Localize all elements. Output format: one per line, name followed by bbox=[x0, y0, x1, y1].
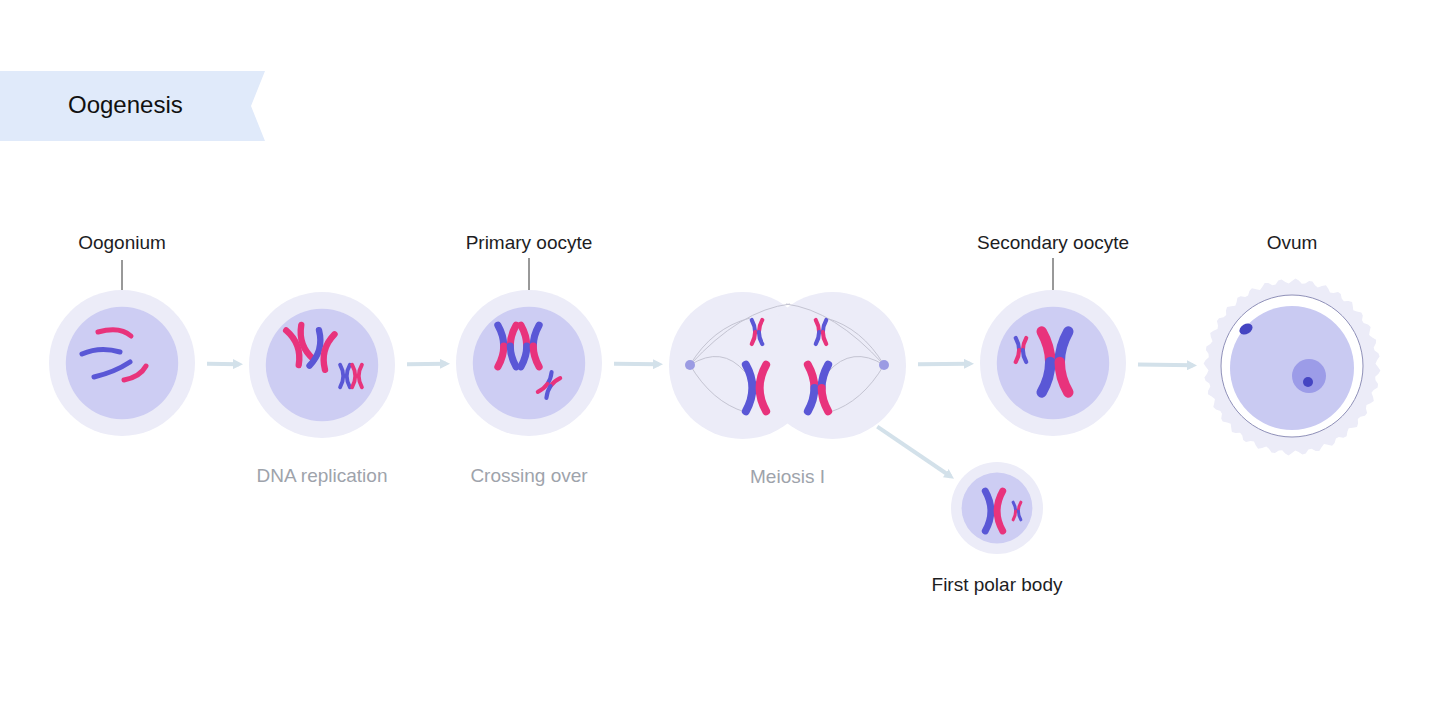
cell-node: Primary oocyteCrossing over bbox=[456, 290, 602, 436]
stage-label: Ovum bbox=[1267, 232, 1318, 254]
spindle-fibers bbox=[690, 304, 884, 412]
cell-outline bbox=[980, 290, 1126, 436]
process-label: First polar body bbox=[932, 574, 1063, 596]
stage-label: Secondary oocyte bbox=[977, 232, 1129, 254]
cell-node: First polar body bbox=[951, 462, 1043, 554]
title-banner bbox=[0, 71, 265, 141]
process-arrow bbox=[918, 362, 970, 366]
cell-outline bbox=[249, 292, 395, 438]
stage-label: Primary oocyte bbox=[466, 232, 593, 254]
chromatin bbox=[82, 330, 146, 380]
process-label: Crossing over bbox=[470, 465, 587, 487]
cell-outline bbox=[456, 290, 602, 436]
cell-outline bbox=[951, 462, 1043, 554]
cell-node: DNA replication bbox=[249, 292, 395, 438]
cell-node: Secondary oocyte bbox=[980, 290, 1126, 436]
cell-node: Oogonium bbox=[49, 290, 195, 436]
cell-node: Ovum bbox=[1203, 278, 1381, 456]
cell-outline bbox=[669, 292, 906, 439]
diagram-title: Oogenesis bbox=[68, 91, 183, 119]
process-arrow bbox=[207, 362, 239, 366]
cell-outline bbox=[1203, 278, 1381, 456]
process-label: Meiosis I bbox=[750, 466, 825, 488]
process-arrow bbox=[407, 362, 446, 366]
process-arrow bbox=[1138, 362, 1193, 367]
cell-outline bbox=[49, 290, 195, 436]
stage-label: Oogonium bbox=[78, 232, 166, 254]
process-arrow bbox=[614, 362, 659, 366]
cell-node: Meiosis I bbox=[669, 292, 906, 439]
process-label: DNA replication bbox=[257, 465, 388, 487]
process-arrow bbox=[877, 427, 950, 477]
